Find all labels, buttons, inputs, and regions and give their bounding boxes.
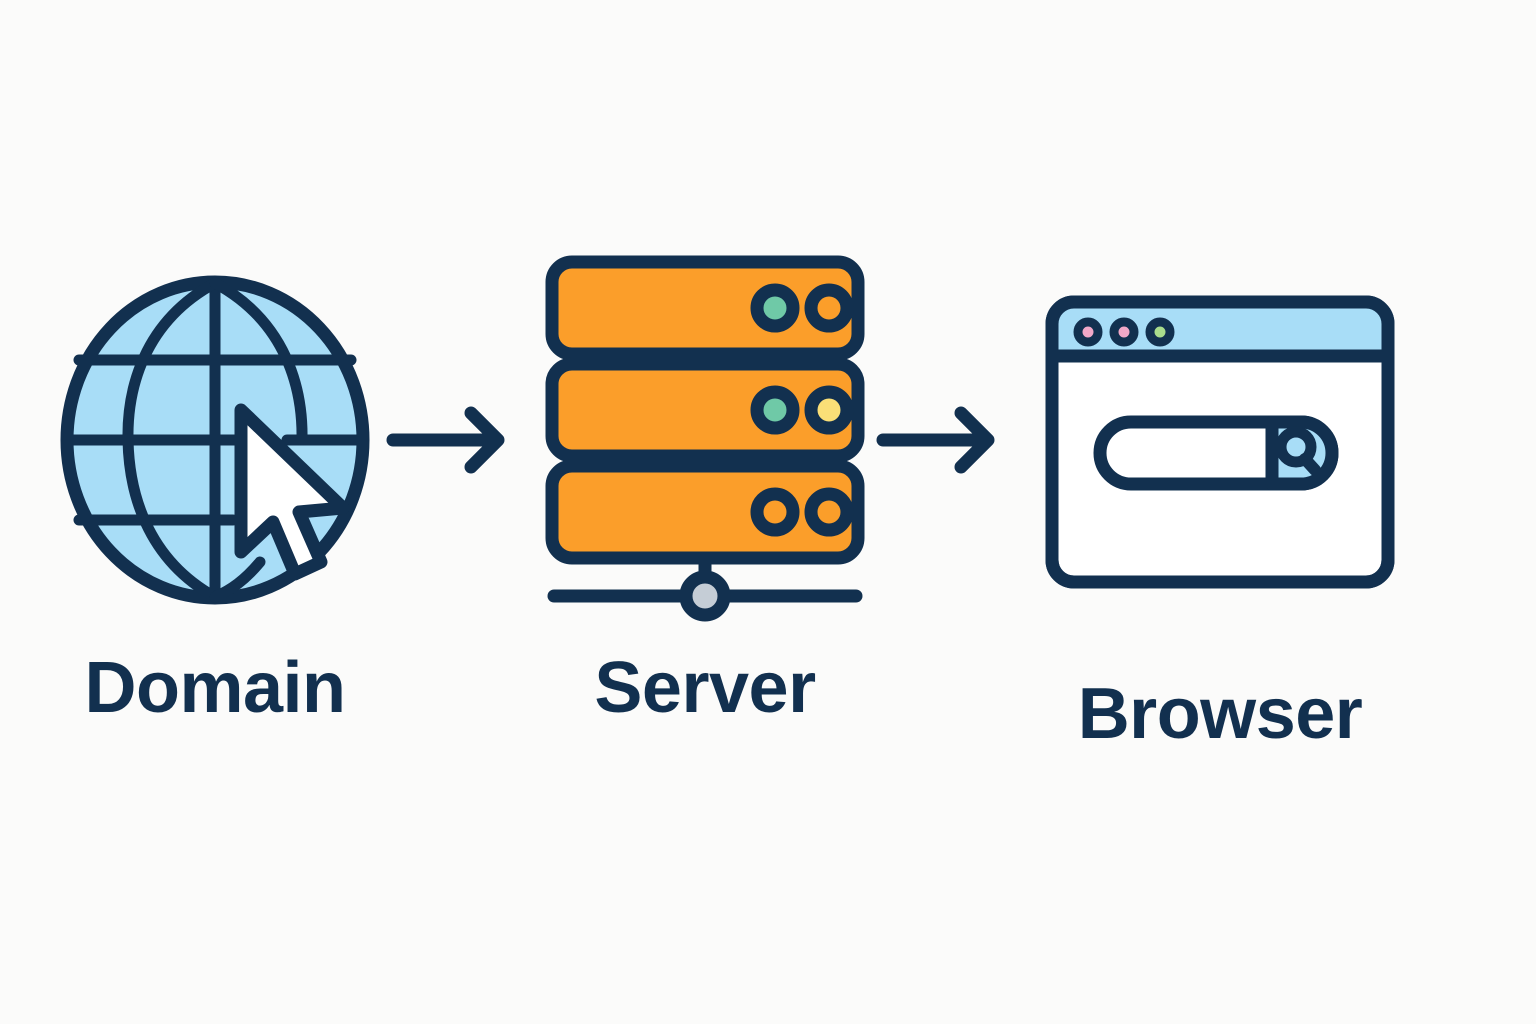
arrow-right-icon xyxy=(386,406,505,474)
titlebar-dot-3-green[interactable] xyxy=(1145,317,1175,347)
led-bottom-1-off xyxy=(750,487,800,537)
step-label-server: Server xyxy=(594,648,816,728)
arrow-server-to-browser xyxy=(875,400,1005,480)
led-bottom-2-off xyxy=(804,487,854,537)
globe-cursor-svg xyxy=(60,275,370,605)
step-label-domain: Domain xyxy=(84,648,346,728)
browser-window-icon xyxy=(1035,252,1405,632)
server-rack-svg xyxy=(545,255,865,622)
arrow-domain-to-server xyxy=(385,400,515,480)
server-rack-icon xyxy=(535,252,875,632)
arrow-right-icon xyxy=(876,406,995,474)
led-top-1-green xyxy=(750,283,800,333)
led-middle-2-yellow xyxy=(804,385,854,435)
globe-cursor-icon xyxy=(50,252,380,632)
flow-step-browser: Browser xyxy=(1035,252,1405,750)
network-node xyxy=(679,570,731,622)
window-frame-outline xyxy=(1045,295,1395,589)
flow-step-domain: Domain xyxy=(50,252,380,724)
magnifier-icon xyxy=(1275,426,1321,476)
browser-window-svg xyxy=(1045,295,1395,589)
mouse-cursor-icon xyxy=(234,403,350,581)
led-middle-1-green xyxy=(750,385,800,435)
step-label-browser: Browser xyxy=(1077,674,1363,754)
flow-step-server: Server xyxy=(535,252,875,724)
titlebar-dot-2-pink[interactable] xyxy=(1109,317,1139,347)
titlebar-dot-1-pink[interactable] xyxy=(1073,317,1103,347)
title-bar xyxy=(1052,302,1388,356)
led-top-2-off xyxy=(804,283,854,333)
globe-longitude-lines xyxy=(122,277,308,603)
